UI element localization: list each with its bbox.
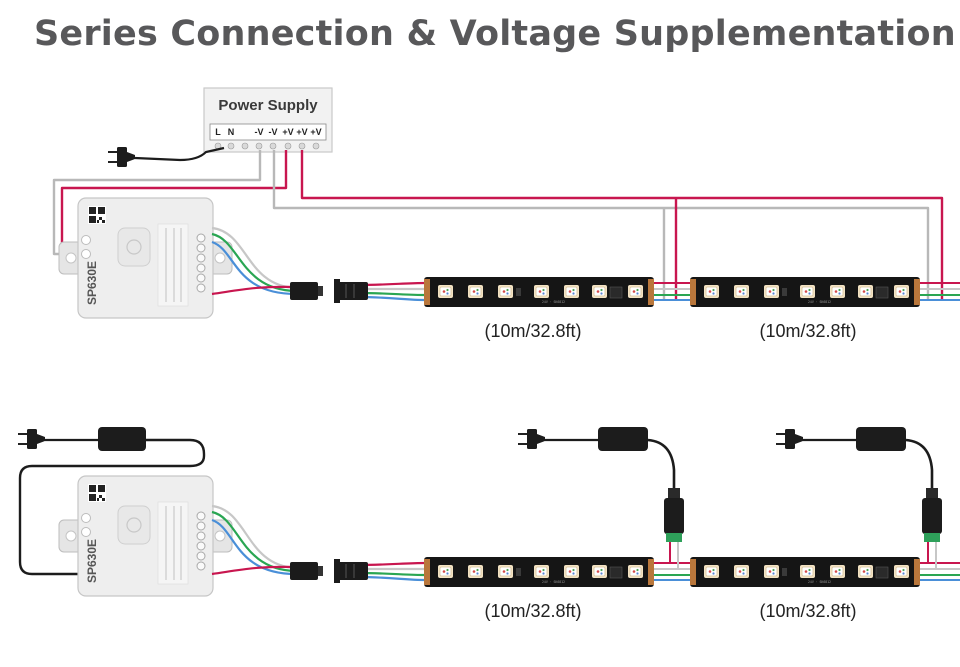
terminal-l: L xyxy=(215,127,221,137)
led-strip-bottom-1 xyxy=(424,557,654,587)
power-adapter-right xyxy=(776,427,942,569)
terminal-n: N xyxy=(228,127,235,137)
controller-bottom: SP630E xyxy=(58,475,233,597)
led-strip-top-2 xyxy=(690,277,920,307)
sm-connector-top xyxy=(289,278,369,304)
power-adapter-mid xyxy=(518,427,684,569)
top-strip-bus xyxy=(654,282,960,301)
bottom-strip-bus xyxy=(654,562,960,581)
top-output-wires xyxy=(211,226,427,302)
terminal-pos-1: +V xyxy=(282,127,293,137)
sm-connector-bottom xyxy=(289,558,369,584)
segment-length-bottom-left: (10m/32.8ft) xyxy=(484,601,581,621)
power-supply-unit: Power Supply L N -V -V +V +V +V xyxy=(203,87,333,153)
controller-top: SP630E xyxy=(58,197,233,319)
terminal-neg-2: -V xyxy=(269,127,278,137)
power-adapter-left xyxy=(18,427,206,576)
led-strip-top-1 xyxy=(424,277,654,307)
power-supply-label: Power Supply xyxy=(218,97,318,114)
terminal-pos-2: +V xyxy=(296,127,307,137)
terminal-neg-1: -V xyxy=(255,127,264,137)
controller-model-label-bottom: SP630E xyxy=(85,539,99,583)
terminal-pos-3: +V xyxy=(310,127,321,137)
terminal-block: L N -V -V +V +V +V xyxy=(209,123,327,150)
led-strip-bottom-2 xyxy=(690,557,920,587)
ac-plug-icon xyxy=(108,146,225,167)
bottom-output-wires xyxy=(211,504,427,582)
segment-length-top-left: (10m/32.8ft) xyxy=(484,321,581,341)
segment-length-top-right: (10m/32.8ft) xyxy=(759,321,856,341)
segment-length-bottom-right: (10m/32.8ft) xyxy=(759,601,856,621)
controller-model-label: SP630E xyxy=(85,261,99,305)
page-title: Series Connection & Voltage Supplementat… xyxy=(34,14,956,54)
